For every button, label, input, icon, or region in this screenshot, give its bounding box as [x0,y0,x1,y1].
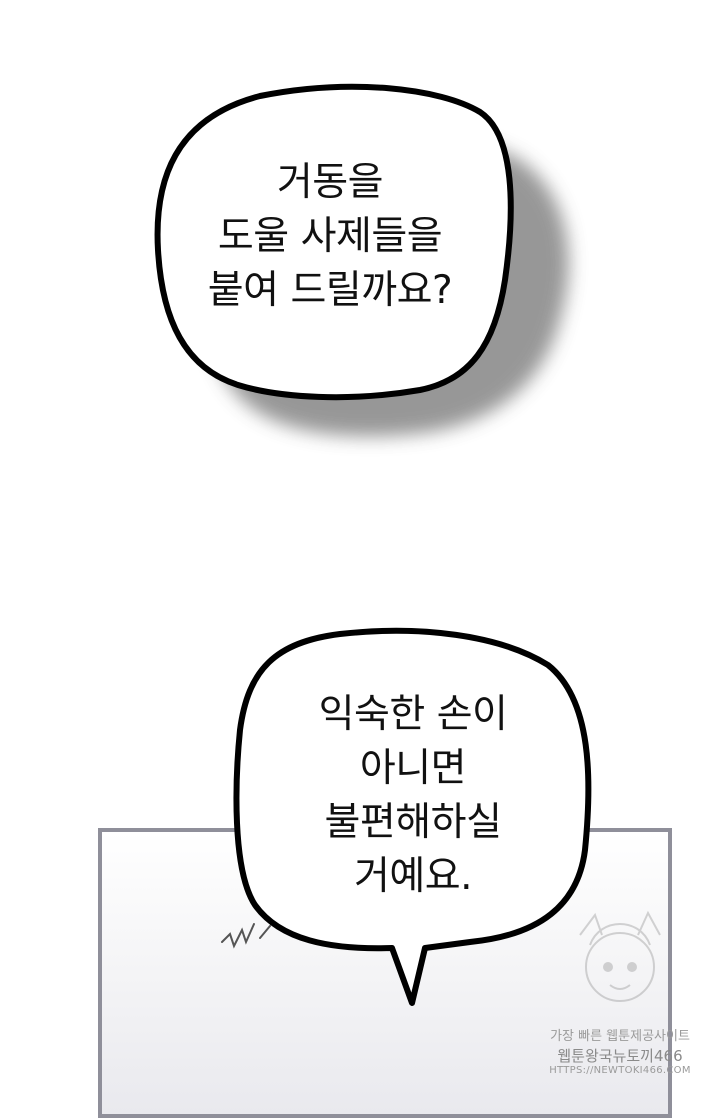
site-watermark: 가장 빠른 웹툰제공사이트 웹툰왕국뉴토끼466 HTTPS://NEWTOKI… [540,905,700,1085]
speech-bubble-top [154,83,514,401]
watermark-tagline: 가장 빠른 웹툰제공사이트 [550,1029,690,1044]
speech-bubble-bottom [233,627,592,1006]
dialogue-bottom: 익숙한 손이 아니면 불편해하실 거예요. [258,688,568,904]
dialogue-top: 거동을 도울 사제들을 붙여 드릴까요? [175,156,485,318]
dialogue-line: 익숙한 손이 [318,692,508,737]
dialogue-line: 거동을 [276,160,384,205]
dialogue-line: 붙여 드릴까요? [207,268,453,313]
mascot-icon [579,910,661,1002]
watermark-site-name: 웹툰왕국뉴토끼466 [557,1047,683,1065]
dialogue-line: 거예요. [353,854,473,899]
sketch-stroke [221,923,271,949]
dialogue-line: 불편해하실 [324,800,502,845]
dialogue-line: 아니면 [359,746,467,791]
watermark-url: HTTPS://NEWTOKI466.COM [549,1065,691,1076]
dialogue-line: 도울 사제들을 [217,214,443,259]
